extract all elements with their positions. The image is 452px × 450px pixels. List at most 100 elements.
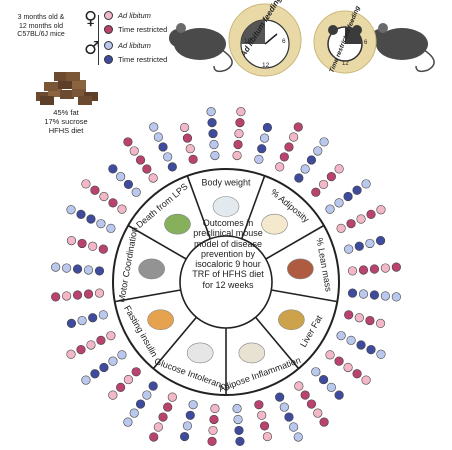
sample-dot	[354, 241, 364, 251]
sample-dot	[352, 185, 362, 195]
sample-dot	[391, 292, 401, 302]
sample-dot	[344, 244, 354, 254]
sample-dot	[108, 164, 118, 174]
sample-dot	[347, 288, 358, 298]
sample-dot	[99, 191, 109, 202]
sample-dot	[94, 266, 105, 276]
sample-dot	[106, 331, 116, 341]
sample-dot	[108, 390, 118, 400]
sample-dot	[135, 399, 146, 409]
legend-dot	[104, 55, 113, 64]
sample-dot	[259, 421, 270, 431]
sample-dot	[182, 133, 193, 143]
sample-dot	[129, 146, 139, 156]
sample-dot	[233, 414, 243, 425]
segment-divider	[114, 289, 181, 303]
sample-dot	[76, 209, 86, 219]
sample-dot	[352, 369, 362, 379]
sample-dot	[88, 313, 98, 323]
segment-divider	[254, 316, 300, 370]
sample-dot	[284, 142, 294, 152]
sample-dot	[210, 150, 220, 161]
sample-dot	[81, 179, 91, 189]
sample-dot	[343, 362, 353, 373]
legend-label: Ad libitum	[118, 11, 151, 20]
mice-line-1: 3 months old &	[17, 14, 65, 21]
sample-dot	[366, 209, 376, 219]
sample-dot	[179, 431, 190, 442]
sample-dot	[66, 318, 77, 329]
sample-dot	[83, 289, 94, 299]
sample-dot	[106, 223, 116, 233]
sample-dot	[279, 402, 289, 412]
sample-dot	[123, 137, 133, 147]
sample-dot	[376, 205, 386, 215]
sample-dot	[311, 367, 321, 377]
sample-dot	[148, 381, 158, 391]
sample-dot	[99, 362, 109, 373]
sample-dot	[284, 412, 294, 422]
sample-dot	[334, 198, 344, 208]
sample-dot	[306, 155, 317, 165]
sample-dot	[51, 292, 61, 302]
center-line: Outcomes in	[202, 218, 254, 228]
legend-male-adlib: Ad libitum	[104, 41, 151, 50]
sample-dot	[72, 290, 83, 300]
sample-dot	[334, 356, 344, 366]
sample-dot	[88, 241, 98, 251]
sample-dot	[116, 382, 126, 392]
sample-dot	[361, 375, 371, 385]
sample-dot	[86, 214, 96, 224]
sample-dot	[326, 172, 336, 182]
sample-dot	[148, 173, 158, 183]
sample-dot	[356, 340, 366, 350]
center-line: TRF of HFHS diet	[192, 269, 264, 280]
hfhs-diet-pellets-icon	[36, 72, 98, 105]
sample-dot	[207, 118, 217, 128]
sample-dot	[233, 139, 243, 150]
legend-dot	[104, 11, 113, 20]
sample-dot	[185, 410, 195, 420]
outcome-illustration-icon	[164, 213, 191, 235]
clock-number-6: 6	[282, 38, 286, 45]
mice-description: 3 months old & 12 months old C57BL/6J mi…	[2, 14, 80, 40]
sample-dot	[279, 152, 289, 162]
sample-dot	[300, 390, 310, 400]
sample-dot	[117, 204, 127, 214]
sample-dot	[334, 390, 344, 400]
sample-dot	[131, 187, 141, 197]
sample-dot	[209, 139, 219, 150]
diet-line-3: HFHS diet	[48, 126, 84, 135]
sample-dot	[98, 310, 108, 320]
sample-dot	[123, 417, 133, 427]
sample-dot	[234, 425, 244, 436]
outcome-illustration-icon	[278, 309, 305, 331]
sample-dot	[343, 191, 353, 202]
sample-dot	[262, 431, 273, 442]
sample-dot	[129, 408, 139, 418]
sample-dot	[77, 238, 87, 249]
center-line: preclinical mouse	[193, 228, 263, 239]
diet-line-1: 45% fat	[53, 108, 79, 117]
sample-dot	[158, 412, 168, 422]
bracket-divider	[98, 15, 100, 65]
sample-dots	[51, 107, 401, 446]
sample-dot	[346, 335, 356, 345]
sample-dot	[209, 414, 219, 425]
sample-dot	[235, 118, 245, 128]
sample-dot	[210, 403, 220, 414]
sample-dot	[259, 133, 270, 143]
sample-dot	[206, 107, 216, 117]
outcome-label: Body weight	[201, 177, 251, 187]
sample-dot	[167, 162, 177, 172]
legend-label: Time restricted	[118, 55, 168, 64]
sample-dot	[234, 128, 244, 139]
sample-dot	[319, 417, 329, 427]
clock-number-18: 18	[244, 38, 252, 45]
legend-label: Ad libitum	[118, 41, 151, 50]
sample-dot	[306, 399, 317, 409]
sample-dot	[149, 432, 159, 442]
sample-dot	[318, 374, 329, 385]
sample-dot	[319, 137, 329, 147]
sample-dot	[62, 291, 72, 301]
